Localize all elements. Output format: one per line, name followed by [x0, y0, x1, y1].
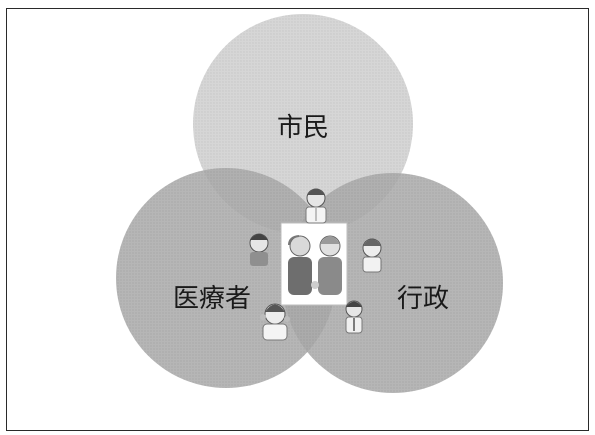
- doctor-icon: [305, 188, 327, 224]
- elderly-couple-icon: [280, 222, 348, 306]
- nurse-woman-icon: [362, 238, 382, 273]
- label-government: 行政: [397, 284, 449, 314]
- pharmacist-icon: [260, 303, 290, 341]
- label-medical-staff: 医療者: [173, 284, 251, 314]
- staff-man-icon: [345, 300, 363, 334]
- label-citizens: 市民: [277, 113, 329, 143]
- caregiver-man-icon: [249, 233, 269, 266]
